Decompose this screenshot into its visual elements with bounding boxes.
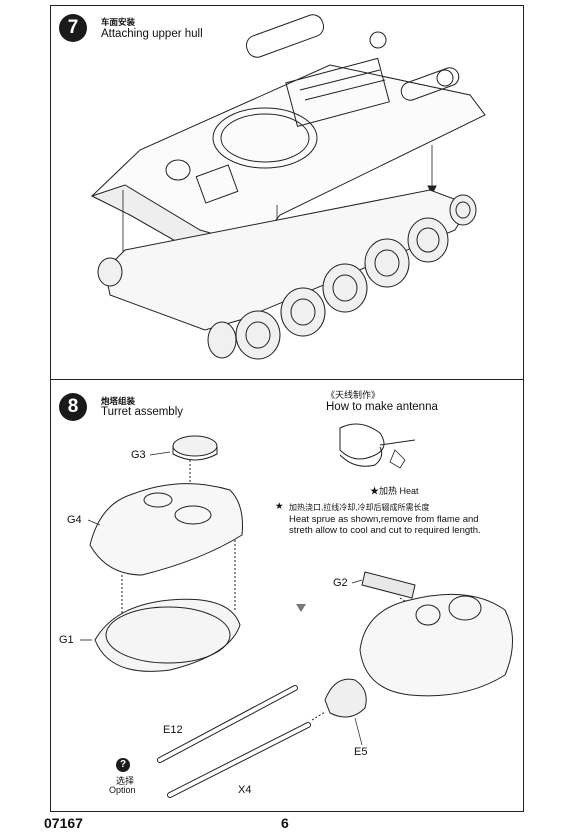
option-question-icon: ? (116, 758, 130, 772)
antenna-heat-label: ★加热 Heat (370, 486, 419, 496)
antenna-note-zh: 加热浇口,拉线冷却,冷却后辍成所需长度 (289, 503, 430, 512)
antenna-note-en-1: Heat sprue as shown,remove from flame an… (289, 514, 479, 525)
page-number: 6 (281, 815, 289, 831)
part-label-g2: G2 (333, 577, 348, 589)
step-8-number: 8 (59, 393, 87, 421)
antenna-star-icon: ★ (275, 501, 284, 512)
part-label-x4: X4 (238, 784, 252, 796)
part-label-g1: G1 (59, 634, 74, 646)
step-7-title-zh: 车面安装 (101, 17, 136, 27)
option-label-zh: 选择 (116, 776, 135, 786)
step-7-number: 7 (59, 14, 87, 42)
part-label-e5: E5 (354, 746, 368, 758)
antenna-title-zh: 《天线制作》 (326, 390, 381, 400)
option-label-en: Option (109, 785, 136, 795)
step-7-title-en: Attaching upper hull (101, 28, 203, 40)
step-8-title-zh: 炮塔组装 (101, 396, 136, 406)
antenna-title-en: How to make antenna (326, 401, 438, 413)
step-8-title-en: Turret assembly (101, 406, 184, 418)
part-label-g3: G3 (131, 449, 146, 461)
part-label-e12: E12 (163, 724, 183, 736)
antenna-note-en-2: streth allow to cool and cut to required… (289, 525, 481, 536)
part-label-g4: G4 (67, 514, 82, 526)
product-code: 07167 (44, 815, 83, 831)
